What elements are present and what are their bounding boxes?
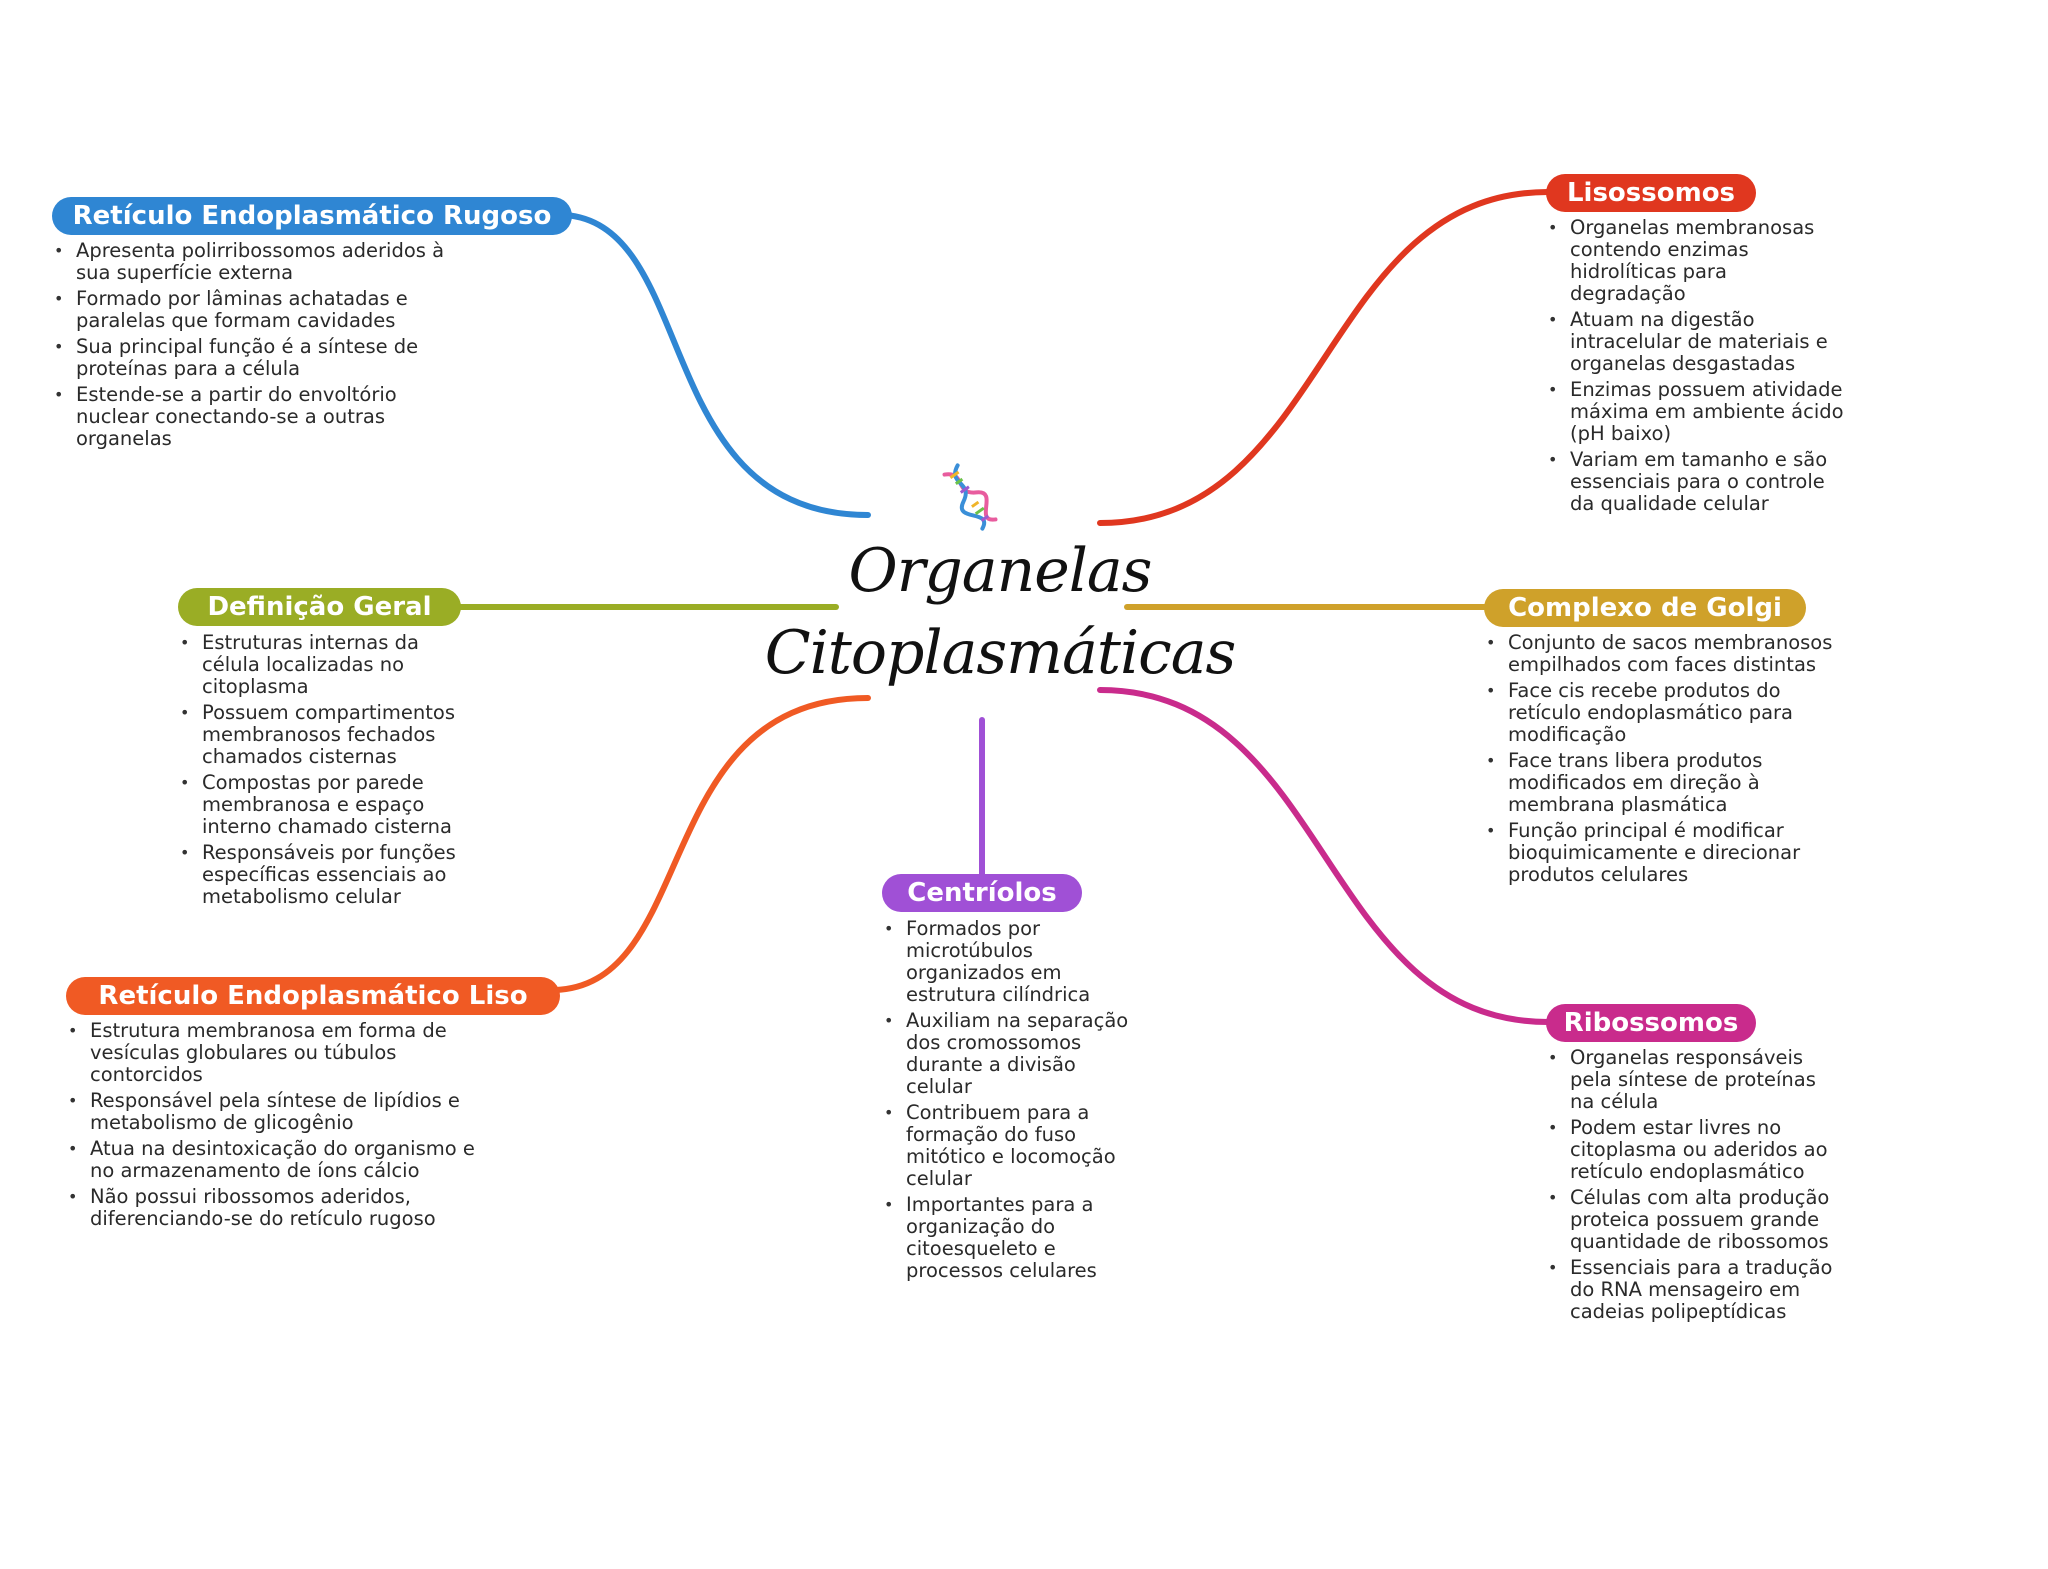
list-item: Formado por lâminas achatadas e paralela… bbox=[52, 288, 462, 332]
list-item: Sua principal função é a síntese de prot… bbox=[52, 336, 462, 380]
list-golgi: Conjunto de sacos membranosos empilhados… bbox=[1484, 632, 1844, 890]
topic-definicao[interactable]: Definição Geral bbox=[178, 588, 461, 626]
connector-ribossomos bbox=[1097, 687, 1551, 1025]
list-item: Importantes para a organização do citoes… bbox=[882, 1194, 1147, 1282]
list-item: Conjunto de sacos membranosos empilhados… bbox=[1484, 632, 1844, 676]
topic-rel[interactable]: Retículo Endoplasmático Liso bbox=[66, 977, 560, 1015]
list-item: Células com alta produção proteica possu… bbox=[1546, 1187, 1836, 1253]
list-item: Apresenta polirribossomos aderidos à sua… bbox=[52, 240, 462, 284]
connector-rer bbox=[562, 212, 871, 518]
list-item: Responsáveis por funções específicas ess… bbox=[178, 842, 478, 908]
list-lisossomos: Organelas membranosas contendo enzimas h… bbox=[1546, 217, 1846, 519]
list-item: Podem estar livres no citoplasma ou ader… bbox=[1546, 1117, 1836, 1183]
list-item: Formados por microtúbulos organizados em… bbox=[882, 918, 1147, 1006]
central-title: Organelas Citoplasmáticas bbox=[760, 530, 1240, 694]
list-rel: Estrutura membranosa em forma de vesícul… bbox=[66, 1020, 496, 1234]
list-item: Compostas por parede membranosa e espaço… bbox=[178, 772, 478, 838]
list-item: Face trans libera produtos modificados e… bbox=[1484, 750, 1844, 816]
list-item: Possuem compartimentos membranosos fecha… bbox=[178, 702, 478, 768]
central-title-line2: Citoplasmáticas bbox=[764, 618, 1237, 688]
list-item: Estruturas internas da célula localizada… bbox=[178, 632, 478, 698]
list-item: Organelas responsáveis pela síntese de p… bbox=[1546, 1047, 1836, 1113]
connector-rel bbox=[552, 695, 871, 993]
list-item: Estrutura membranosa em forma de vesícul… bbox=[66, 1020, 496, 1086]
list-item: Responsável pela síntese de lipídios e m… bbox=[66, 1090, 496, 1134]
list-item: Função principal é modificar bioquimicam… bbox=[1484, 820, 1844, 886]
dna-icon bbox=[942, 463, 998, 531]
central-title-line1: Organelas bbox=[848, 536, 1153, 606]
topic-rer[interactable]: Retículo Endoplasmático Rugoso bbox=[52, 197, 572, 235]
list-item: Variam em tamanho e são essenciais para … bbox=[1546, 449, 1846, 515]
list-item: Enzimas possuem atividade máxima em ambi… bbox=[1546, 379, 1846, 445]
list-item: Atua na desintoxicação do organismo e no… bbox=[66, 1138, 496, 1182]
list-definicao: Estruturas internas da célula localizada… bbox=[178, 632, 478, 912]
topic-golgi[interactable]: Complexo de Golgi bbox=[1484, 589, 1806, 627]
list-item: Essenciais para a tradução do RNA mensag… bbox=[1546, 1257, 1836, 1323]
connector-lisossomos bbox=[1097, 189, 1551, 526]
list-rer: Apresenta polirribossomos aderidos à sua… bbox=[52, 240, 462, 454]
topic-centriolos[interactable]: Centríolos bbox=[882, 874, 1082, 912]
list-item: Organelas membranosas contendo enzimas h… bbox=[1546, 217, 1846, 305]
topic-ribossomos[interactable]: Ribossomos bbox=[1546, 1004, 1756, 1042]
list-item: Atuam na digestão intracelular de materi… bbox=[1546, 309, 1846, 375]
list-item: Auxiliam na separação dos cromossomos du… bbox=[882, 1010, 1147, 1098]
list-ribossomos: Organelas responsáveis pela síntese de p… bbox=[1546, 1047, 1836, 1327]
list-item: Contribuem para a formação do fuso mitót… bbox=[882, 1102, 1147, 1190]
list-centriolos: Formados por microtúbulos organizados em… bbox=[882, 918, 1147, 1286]
list-item: Não possui ribossomos aderidos, diferenc… bbox=[66, 1186, 496, 1230]
list-item: Face cis recebe produtos do retículo end… bbox=[1484, 680, 1844, 746]
topic-lisossomos[interactable]: Lisossomos bbox=[1546, 174, 1756, 212]
list-item: Estende-se a partir do envoltório nuclea… bbox=[52, 384, 462, 450]
